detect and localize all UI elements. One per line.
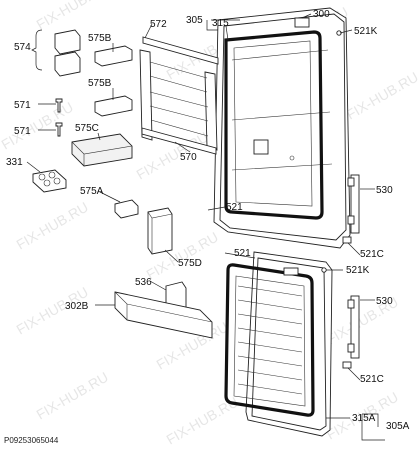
diagram-code: P09253065044	[4, 436, 59, 445]
part-302b	[114, 291, 213, 339]
part-574	[31, 29, 81, 77]
part-530-low	[347, 295, 360, 359]
callout-labels: 305 315 300 521K 574 575B 572 575B 571 5…	[6, 9, 410, 432]
callout-574: 574	[14, 42, 31, 53]
callout-521k-top: 521K	[354, 26, 378, 37]
part-575d	[147, 207, 173, 255]
watermark: FIX-HUB.RU	[0, 99, 76, 153]
lower-door	[245, 251, 333, 437]
callout-315a: 315A	[352, 413, 376, 424]
watermark: FIX-HUB.RU	[344, 69, 420, 123]
callout-315: 315	[212, 18, 229, 29]
callout-521k-low: 521K	[346, 265, 370, 276]
part-571-1	[55, 98, 63, 113]
door-hinge-block	[283, 267, 299, 276]
part-530-top	[347, 174, 360, 234]
part-575c	[71, 133, 133, 167]
callout-575b-2: 575B	[88, 78, 112, 89]
callout-575a: 575A	[80, 186, 104, 197]
leader-lines	[26, 13, 385, 441]
part-571-2	[55, 122, 63, 137]
part-521c-top	[342, 236, 352, 244]
callout-302b: 302B	[65, 301, 89, 312]
part-331	[32, 169, 67, 193]
callout-570: 570	[180, 152, 197, 163]
callout-575d: 575D	[178, 258, 202, 269]
part-575b-2	[94, 95, 133, 117]
callout-521-low: 521	[234, 248, 251, 259]
watermark: FIX-HUB.RU	[34, 369, 111, 423]
callout-521c-top: 521C	[360, 249, 384, 260]
shelf-frame-572	[139, 36, 219, 155]
part-575a	[114, 199, 139, 219]
callout-331: 331	[6, 157, 23, 168]
callout-572: 572	[150, 19, 167, 30]
part-575b-1	[94, 45, 133, 67]
callout-530-low: 530	[376, 296, 393, 307]
callout-521-mid: 521	[226, 202, 243, 213]
upper-door	[213, 7, 351, 249]
watermark: FIX-HUB.RU	[34, 0, 111, 33]
callout-536: 536	[135, 277, 152, 288]
callout-571-2: 571	[14, 126, 31, 137]
callout-575b-1: 575B	[88, 33, 112, 44]
callout-305: 305	[186, 15, 203, 26]
part-300	[294, 17, 310, 28]
upper-gasket	[224, 30, 324, 220]
callout-575c: 575C	[75, 123, 99, 134]
callout-300: 300	[313, 9, 330, 20]
callout-571-1: 571	[14, 100, 31, 111]
callout-530-top: 530	[376, 185, 393, 196]
watermark: FIX-HUB.RU	[14, 199, 91, 253]
callout-521c-low: 521C	[360, 374, 384, 385]
lower-gasket	[224, 263, 315, 417]
door-hinge-block	[253, 139, 269, 155]
callout-305a: 305A	[386, 421, 410, 432]
part-521c-low	[342, 361, 352, 369]
